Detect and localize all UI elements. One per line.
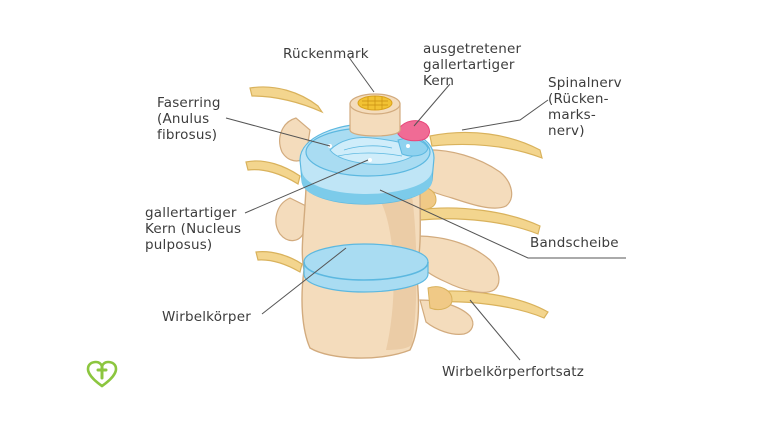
leader-wirbelkoerperfortsatz (469, 299, 521, 361)
label-bandscheibe: Bandscheibe (530, 235, 619, 251)
label-wirbelkoerper: Wirbelkörper (162, 309, 251, 325)
label-rueckenmark: Rückenmark (283, 46, 369, 62)
nerve-left-mid (245, 160, 301, 185)
leader-bandscheibe (379, 189, 626, 259)
label-wirbelkoerperfortsatz: Wirbelkörperfortsatz (442, 364, 585, 380)
leader-gallertartiger-kern (244, 159, 369, 214)
leader-lines (225, 55, 626, 361)
leader-spinalnerv (461, 99, 549, 131)
leader-ausgetretener-kern (413, 83, 451, 127)
lower-disc (303, 243, 429, 293)
facet-low (427, 286, 453, 311)
nerve-right-low (429, 290, 549, 319)
heart-cross-icon (86, 360, 118, 388)
left-nerves (245, 86, 324, 273)
spinal-cord (349, 93, 401, 137)
vertebral-processes (413, 149, 513, 335)
upper-disc (299, 123, 435, 205)
herniated-nucleus (397, 120, 430, 142)
label-faserring: Faserring (Anulus fibrosus) (157, 95, 221, 143)
label-ausgetretener-kern: ausgetretener gallertartiger Kern (423, 41, 522, 89)
nerve-right-top (429, 131, 543, 159)
leader-rueckenmark (347, 55, 375, 93)
process-top (417, 149, 513, 209)
leader-wirbelkoerper (261, 247, 347, 315)
process-mid (415, 235, 500, 294)
left-process-mid (275, 197, 307, 242)
right-nerves (417, 131, 549, 319)
leader-faserring (225, 117, 331, 147)
label-spinalnerv: Spinalnerv (Rücken- marks- nerv) (548, 75, 622, 139)
nerve-left-top (249, 86, 324, 114)
label-gallertartiger-kern: gallertartiger Kern (Nucleus pulposus) (145, 205, 242, 253)
nerve-right-mid (417, 207, 541, 235)
nerve-left-low (255, 251, 303, 273)
